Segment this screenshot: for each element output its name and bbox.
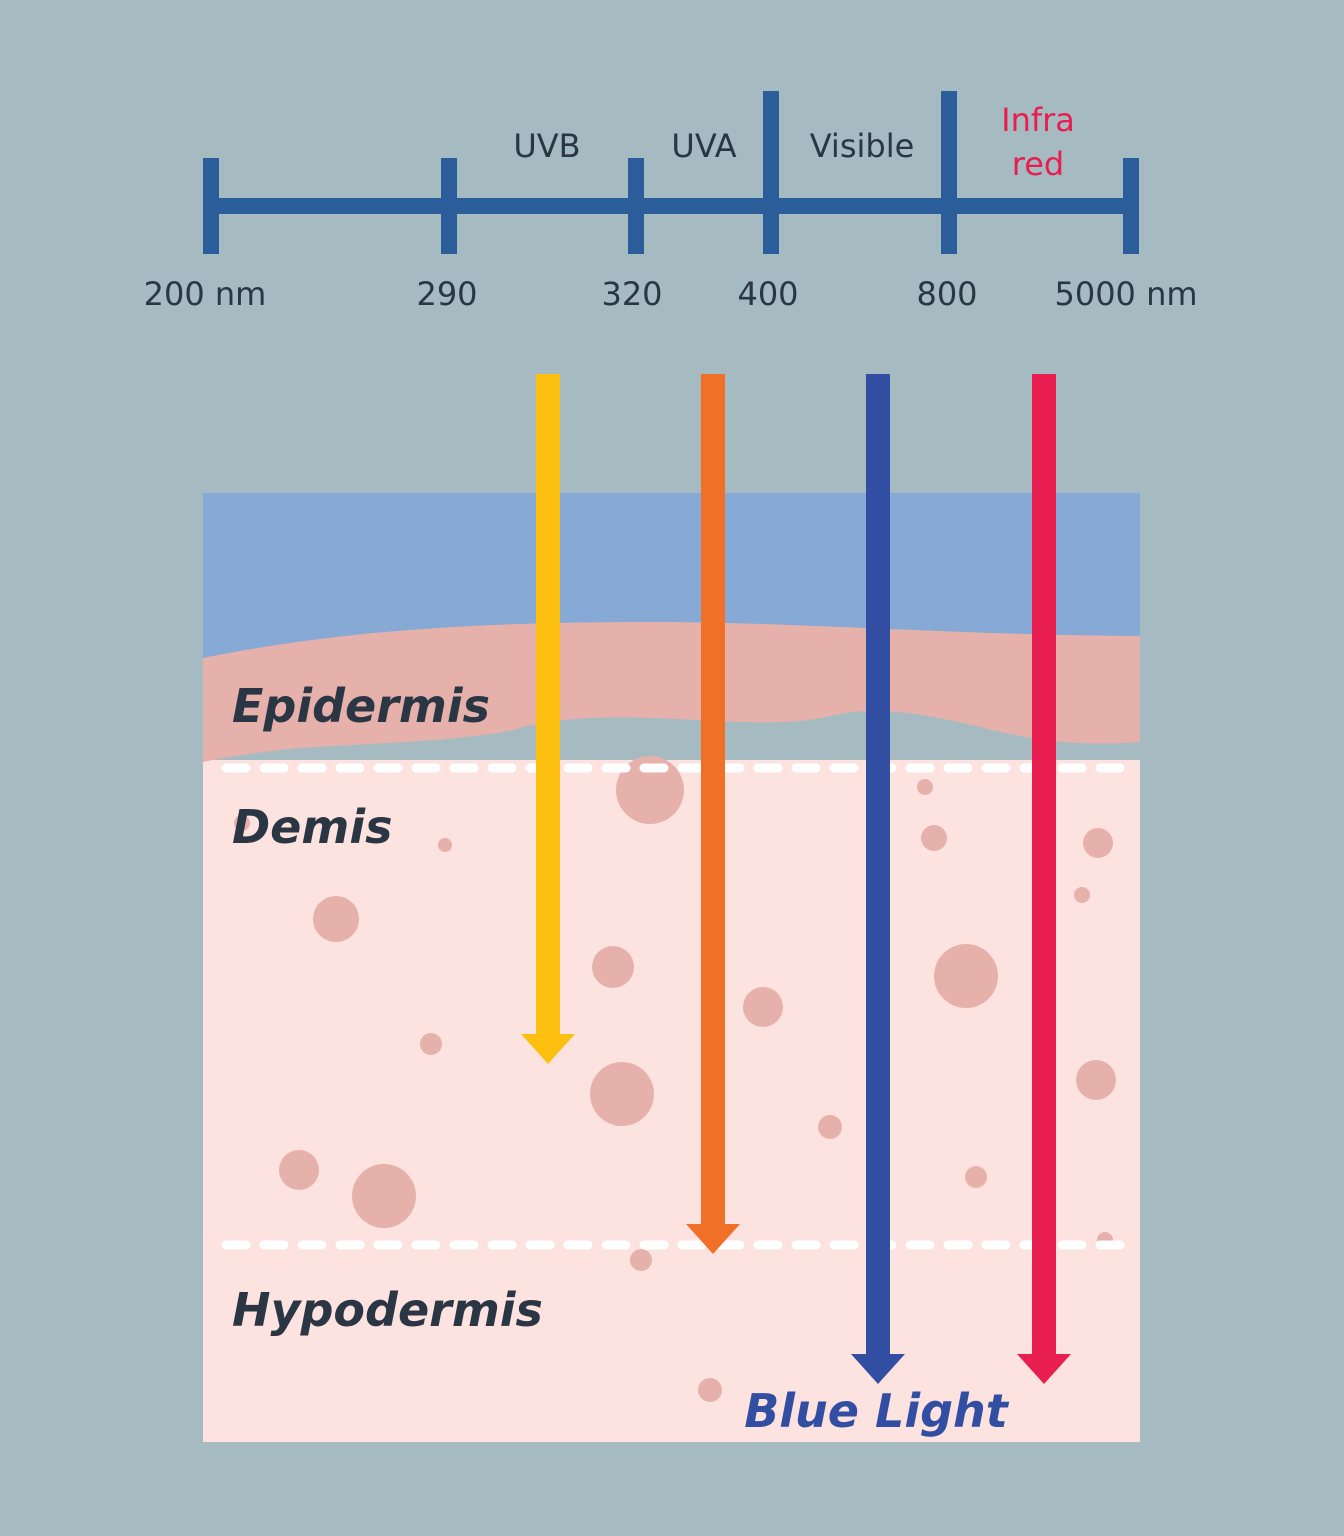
skin-cell: [1076, 1060, 1116, 1100]
skin-cell: [1083, 828, 1113, 858]
skin-cell: [630, 1249, 652, 1271]
skin-cell: [420, 1033, 442, 1055]
skin-cell: [965, 1166, 987, 1188]
dermis-layer: [203, 760, 1140, 1442]
skin-cell: [279, 1150, 319, 1190]
layer-label-epidermis: Epidermis: [232, 679, 490, 733]
skin-cell: [1074, 887, 1090, 903]
band-label-visible: Visible: [810, 127, 915, 165]
band-label-uvb: UVB: [513, 127, 580, 165]
layer-label-dermis: Demis: [232, 800, 392, 854]
skin-cell: [934, 944, 998, 1008]
tick-label-200: 200 nm: [144, 275, 267, 313]
tick-label-320: 320: [601, 275, 662, 313]
infrared-arrow: [1017, 374, 1071, 1384]
skin-cell: [917, 779, 933, 795]
down-arrow-icon: [1017, 1354, 1071, 1384]
tick-label-400: 400: [737, 275, 798, 313]
down-arrow-icon: [851, 1354, 905, 1384]
scale-bar: [203, 198, 1139, 214]
uva-arrow-shaft: [701, 374, 725, 1226]
skin-cell: [616, 756, 684, 824]
skin-cell: [818, 1115, 842, 1139]
skin-cell: [234, 815, 250, 831]
blue-light-label: Blue Light: [744, 1384, 1010, 1438]
layer-label-hypodermis: Hypodermis: [232, 1283, 543, 1337]
down-arrow-icon: [521, 1034, 575, 1064]
tick-label-800: 800: [916, 275, 977, 313]
uvb-arrow-shaft: [536, 374, 560, 1036]
skin-cell: [590, 1062, 654, 1126]
penetration-arrows: [521, 374, 1071, 1384]
skin-cell: [698, 1378, 722, 1402]
skin-cell: [921, 825, 947, 851]
skin-cell: [743, 987, 783, 1027]
band-label-infrared-line2: red: [1012, 145, 1064, 183]
skin-cell: [352, 1164, 416, 1228]
down-arrow-icon: [686, 1224, 740, 1254]
band-label-uva: UVA: [671, 127, 736, 165]
scale-tick-800: [941, 91, 957, 254]
skin-cell: [438, 838, 452, 852]
band-label-infrared-line1: Infra: [1001, 101, 1075, 139]
infrared-arrow-shaft: [1032, 374, 1056, 1356]
blue-light-arrow-shaft: [866, 374, 890, 1356]
uvb-arrow: [521, 374, 575, 1064]
tick-label-5000: 5000 nm: [1054, 275, 1197, 313]
epidermis-layer: [203, 622, 1140, 762]
scale-tick-320: [628, 158, 644, 254]
uva-arrow: [686, 374, 740, 1254]
scale-tick-5000: [1123, 158, 1139, 254]
skin-cross-section: Epidermis Demis Hypodermis: [203, 493, 1140, 1442]
skin-cell: [313, 896, 359, 942]
scale-tick-400: [763, 91, 779, 254]
wavelength-scale: UVB UVA Visible Infra red 200 nm 290 320…: [144, 91, 1198, 313]
tick-label-290: 290: [416, 275, 477, 313]
skin-cell: [592, 946, 634, 988]
skin-cells: [234, 756, 1116, 1402]
blue-light-arrow: [851, 374, 905, 1384]
scale-tick-200: [203, 158, 219, 254]
scale-tick-290: [441, 158, 457, 254]
